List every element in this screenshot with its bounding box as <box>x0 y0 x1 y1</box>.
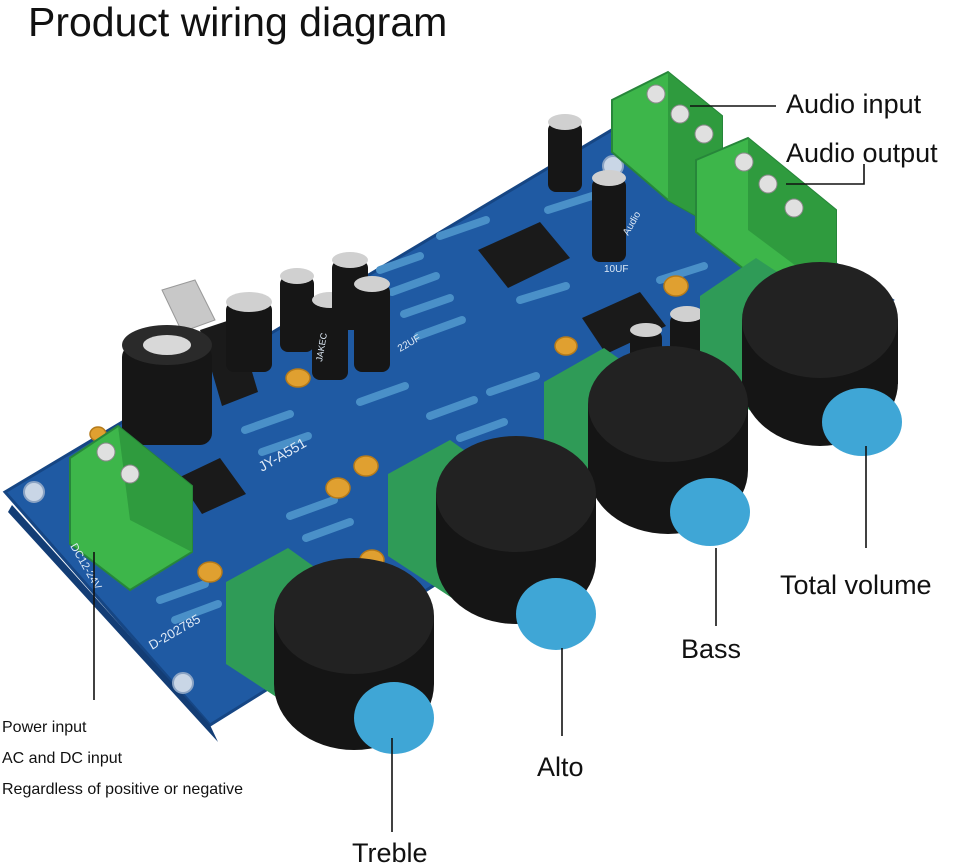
ic-chips <box>178 222 666 514</box>
page-title: Product wiring diagram <box>28 0 448 45</box>
power-note-3: Regardless of positive or negative <box>2 781 244 798</box>
power-note-2: AC and DC input <box>2 750 123 767</box>
callout-lines <box>93 105 867 832</box>
power-note-1: Power input <box>2 719 87 736</box>
audio-output-terminal <box>695 136 837 302</box>
volume-potentiometer <box>700 258 902 456</box>
treble-label: Treble <box>352 838 428 868</box>
treble-potentiometer <box>226 548 434 754</box>
power-input-terminal <box>69 424 193 592</box>
resistors <box>156 192 708 624</box>
audio-output-line <box>786 164 865 185</box>
board-cap-label: 10UF <box>604 264 628 275</box>
bass-label: Bass <box>681 634 742 664</box>
audio-output-label: Audio output <box>786 138 938 168</box>
audio-input-label: Audio input <box>786 89 922 119</box>
electrolytic-capacitors <box>122 114 704 445</box>
total-volume-label: Total volume <box>780 570 932 600</box>
alto-label: Alto <box>537 752 584 782</box>
alto-potentiometer <box>388 436 596 650</box>
